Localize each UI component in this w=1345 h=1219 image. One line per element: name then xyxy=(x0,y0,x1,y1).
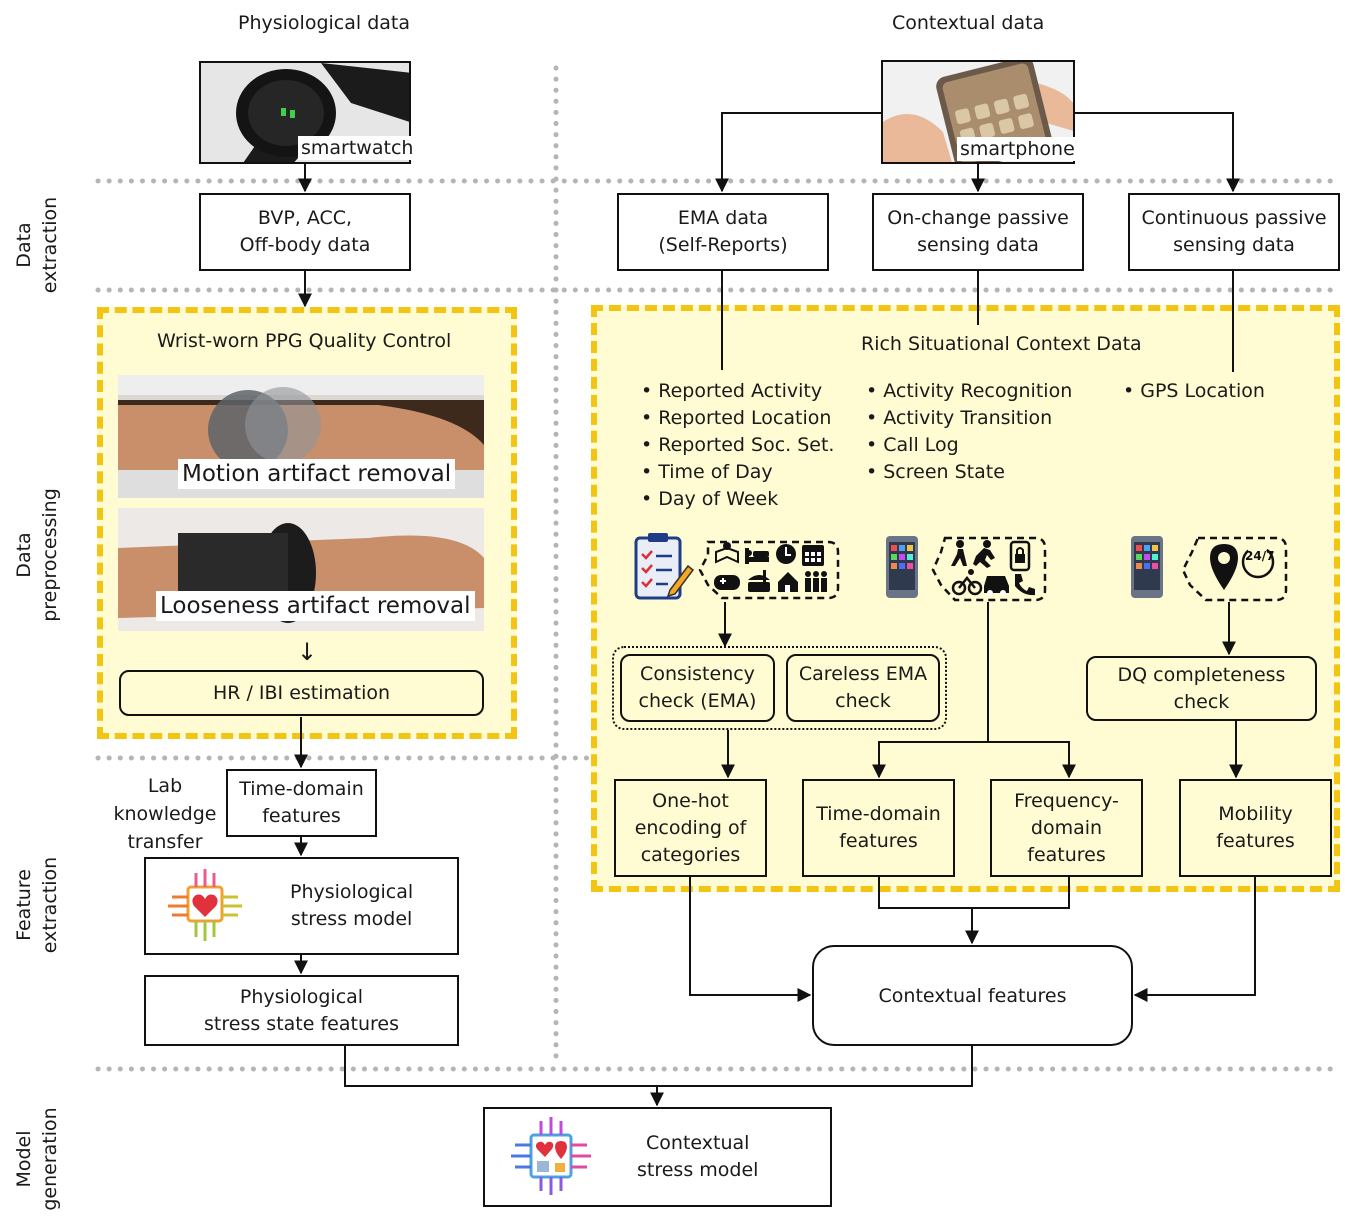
location-pin-icon xyxy=(1210,544,1238,590)
gps-item: GPS Location xyxy=(1123,378,1265,405)
passive-item: Activity Transition xyxy=(866,405,1072,432)
passive-icon-cluster xyxy=(886,536,1047,602)
calendar-icon xyxy=(802,545,824,566)
passive-item: Activity Recognition xyxy=(866,378,1072,405)
lock-screen-icon xyxy=(1009,540,1031,572)
ema-data-box: EMA data (Self-Reports) xyxy=(617,193,829,271)
gps-item-list: GPS Location xyxy=(1123,378,1265,405)
cycling-icon xyxy=(951,569,983,596)
looseness-artifact-label: Looseness artifact removal xyxy=(156,591,475,621)
contextual-stress-model-box: Contextual stress model xyxy=(483,1107,832,1207)
gamepad-icon xyxy=(714,575,740,590)
icon-247-label: 24/7 xyxy=(1245,549,1274,563)
smartphone-icon xyxy=(1131,536,1163,598)
phone-call-icon xyxy=(1015,574,1035,596)
physiological-column-title: Physiological data xyxy=(238,12,410,34)
passive-item-list: Activity Recognition Activity Transition… xyxy=(866,378,1072,486)
continuous-passive-box: Continuous passive sensing data xyxy=(1128,193,1340,271)
ema-item: Reported Location xyxy=(641,405,834,432)
stage-model-generation: Model generation xyxy=(13,1107,61,1211)
running-icon xyxy=(973,540,995,568)
physiological-stress-model-label: Physiological stress model xyxy=(290,881,414,930)
phys-time-domain-features-box: Time-domain features xyxy=(226,769,377,837)
home-icon xyxy=(778,572,798,592)
food-icon xyxy=(748,570,770,592)
passive-item: Screen State xyxy=(866,459,1072,486)
careless-ema-check-box: Careless EMA check xyxy=(786,654,940,722)
stage-data-extraction: Data extraction xyxy=(13,196,61,294)
hr-ibi-estimation-box: HR / IBI estimation xyxy=(119,670,484,716)
ema-icon-cluster xyxy=(634,533,840,600)
clock-icon xyxy=(776,544,796,564)
onchange-passive-box: On-change passive sensing data xyxy=(872,193,1084,271)
ppg-quality-title: Wrist-worn PPG Quality Control xyxy=(157,330,452,352)
smartphone-icon xyxy=(886,536,918,598)
bed-icon xyxy=(745,548,769,564)
ctx-time-domain-features-box: Time-domain features xyxy=(802,779,955,877)
physiological-stress-model-box: Physiological stress model xyxy=(144,857,459,955)
contextual-column-title: Contextual data xyxy=(892,12,1045,34)
frequency-domain-features-box: Frequency- domain features xyxy=(990,779,1143,877)
contextual-features-box: Contextual features xyxy=(812,945,1133,1046)
ema-item-list: Reported Activity Reported Location Repo… xyxy=(641,378,834,513)
motion-artifact-label: Motion artifact removal xyxy=(178,459,456,489)
consistency-check-box: Consistency check (EMA) xyxy=(620,654,775,722)
passive-item: Call Log xyxy=(866,432,1072,459)
heart-chip-icon xyxy=(168,869,242,941)
context-title: Rich Situational Context Data xyxy=(861,333,1142,355)
group-icon xyxy=(805,571,827,592)
smartwatch-label: smartwatch xyxy=(298,136,417,160)
gps-icon-cluster: 24/7 xyxy=(1131,536,1288,602)
lab-knowledge-transfer-label: Lab knowledge transfer xyxy=(113,775,217,853)
physiological-stress-state-box: Physiological stress state features xyxy=(144,975,459,1046)
mobility-features-box: Mobility features xyxy=(1179,779,1332,877)
ema-item: Reported Soc. Set. xyxy=(641,432,834,459)
walking-icon xyxy=(951,540,967,566)
ppg-down-arrow: ↓ xyxy=(297,638,318,666)
reading-icon xyxy=(715,542,739,564)
ema-checks-group xyxy=(612,646,947,730)
ema-item: Reported Activity xyxy=(641,378,834,405)
contextual-features-label: Contextual features xyxy=(878,984,1067,1007)
onehot-encoding-box: One-hot encoding of categories xyxy=(614,779,767,877)
car-icon xyxy=(984,576,1009,596)
ema-item: Day of Week xyxy=(641,486,834,513)
smartphone-label: smartphone xyxy=(957,137,1078,161)
context-chip-icon xyxy=(511,1117,591,1195)
bvp-acc-offbody-box: BVP, ACC, Off-body data xyxy=(199,193,411,271)
contextual-stress-model-label: Contextual stress model xyxy=(637,1132,759,1181)
stage-feature-extraction: Feature extraction xyxy=(13,856,61,954)
ema-item: Time of Day xyxy=(641,459,834,486)
stage-data-preprocessing: Data preprocessing xyxy=(13,488,61,622)
clipboard-checklist-icon xyxy=(634,533,695,600)
dq-completeness-check-box: DQ completeness check xyxy=(1086,656,1317,721)
